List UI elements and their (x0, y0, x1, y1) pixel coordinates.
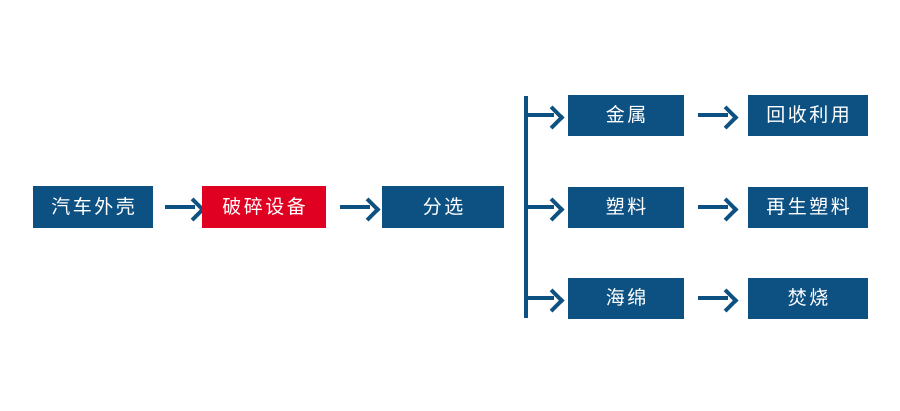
arrow-right-icon-plastic-to-recycled-plastic (698, 194, 739, 222)
arrow-right-icon-sponge-to-incineration (698, 285, 739, 313)
arrow-shaft (698, 113, 728, 117)
node-outcome-recycled-plastic[interactable]: 再生塑料 (748, 187, 868, 228)
node-sorting[interactable]: 分选 (382, 186, 504, 228)
arrow-shaft (526, 205, 554, 209)
arrow-shaft (526, 113, 554, 117)
node-outcome-recycle-reuse[interactable]: 回收利用 (748, 95, 868, 136)
node-input-car-shell[interactable]: 汽车外壳 (33, 186, 153, 228)
node-material-plastic[interactable]: 塑料 (568, 187, 684, 228)
arrow-right-icon-input-to-shredder (165, 194, 206, 222)
arrow-head (714, 287, 739, 313)
node-shredder-equipment[interactable]: 破碎设备 (202, 186, 326, 228)
arrow-head (714, 104, 739, 130)
arrow-shaft (165, 205, 195, 209)
arrow-head (714, 196, 739, 222)
arrow-head (540, 287, 565, 313)
node-material-sponge[interactable]: 海绵 (568, 278, 684, 319)
arrow-right-icon-bus-to-sponge (526, 285, 565, 313)
arrow-shaft (698, 296, 728, 300)
arrow-right-icon-bus-to-metal (526, 102, 565, 130)
arrow-right-icon-shredder-to-sorting (340, 194, 381, 222)
arrow-right-icon-bus-to-plastic (526, 194, 565, 222)
arrow-shaft (526, 296, 554, 300)
arrow-head (540, 104, 565, 130)
arrow-head (356, 196, 381, 222)
arrow-right-icon-metal-to-recycle (698, 102, 739, 130)
arrow-shaft (698, 205, 728, 209)
node-material-metal[interactable]: 金属 (568, 95, 684, 136)
arrow-shaft (340, 205, 370, 209)
node-outcome-incineration[interactable]: 焚烧 (748, 278, 868, 319)
arrow-head (540, 196, 565, 222)
